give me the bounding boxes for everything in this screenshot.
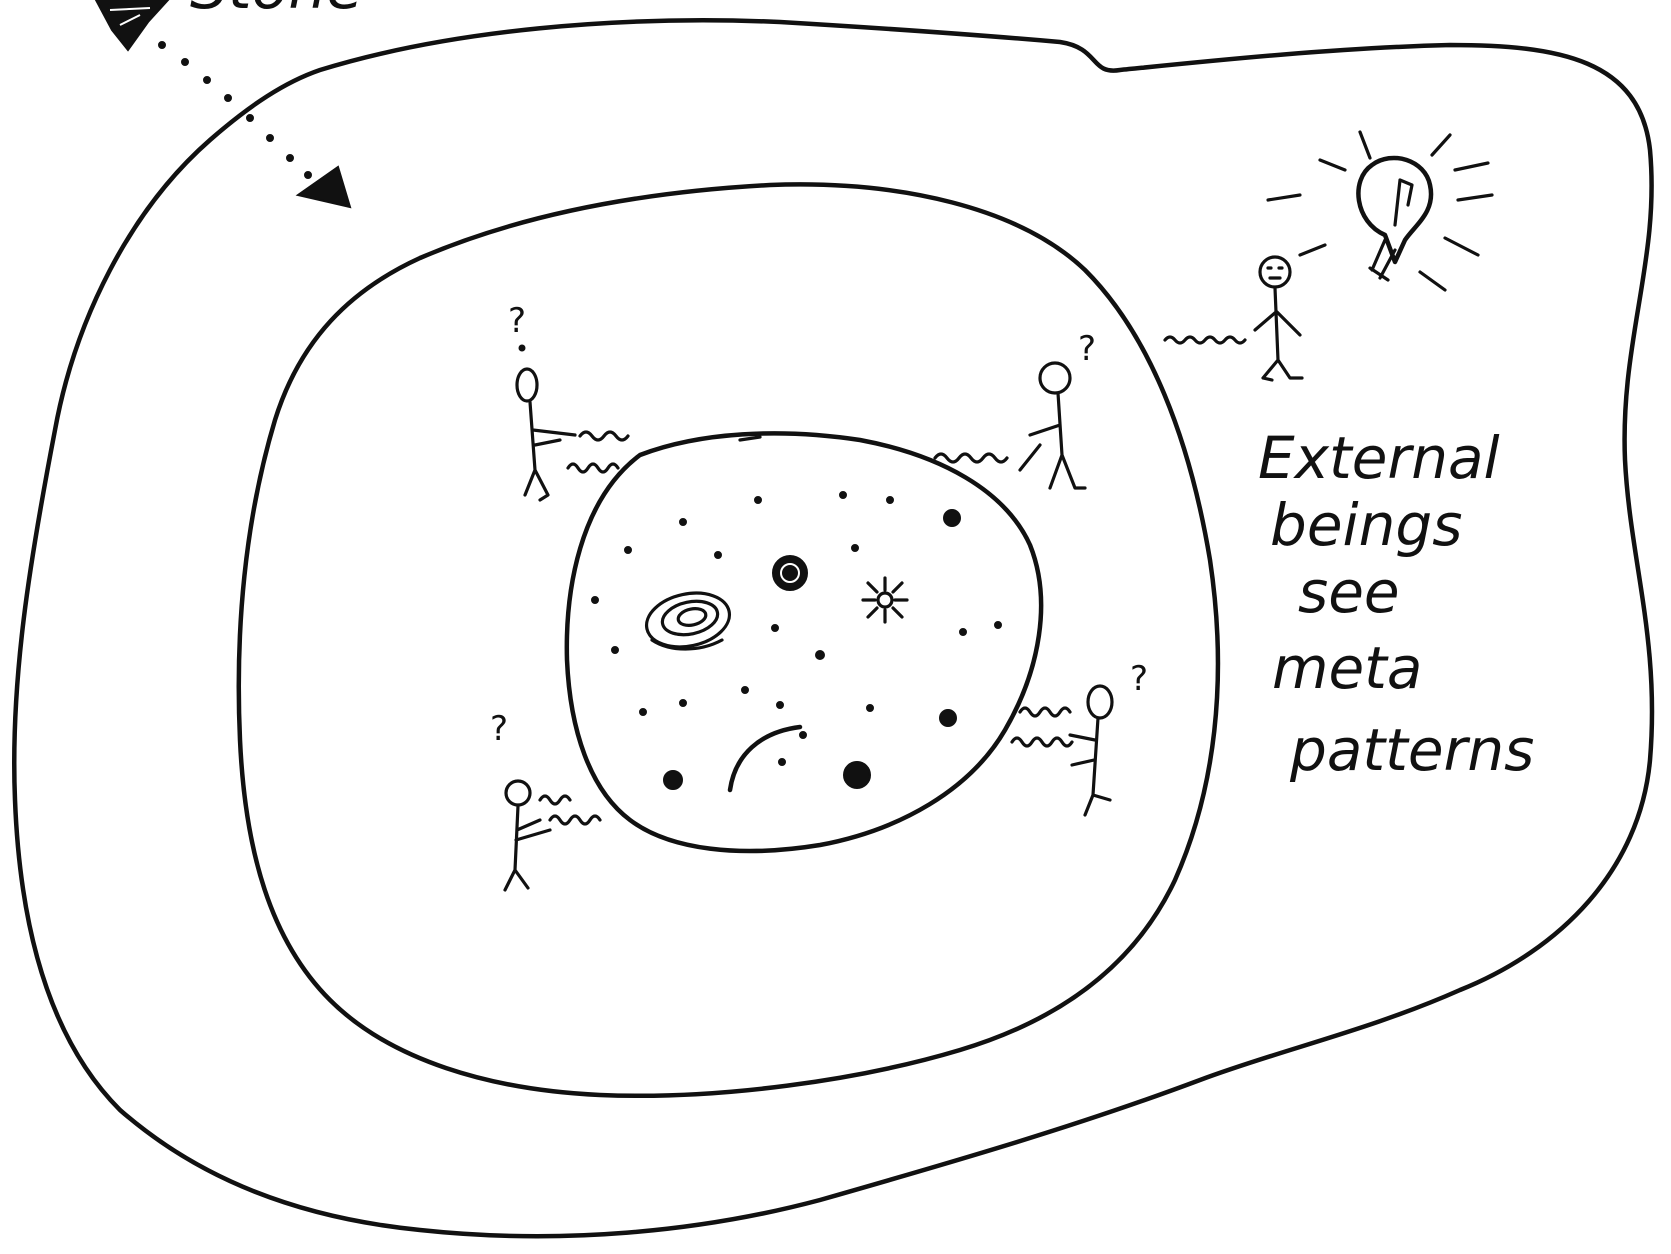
figure-top-right: ? — [935, 329, 1096, 488]
star-dot — [715, 552, 721, 558]
star-dot — [840, 492, 846, 498]
light-ray — [1360, 132, 1370, 158]
outer-realm-boundary — [14, 20, 1652, 1236]
star-dot — [995, 622, 1001, 628]
star-dot — [755, 497, 761, 503]
wavy-signal — [580, 432, 628, 440]
light-ray — [1432, 135, 1450, 155]
star-dot — [772, 625, 778, 631]
caption-line-4: meta — [1272, 634, 1422, 702]
star-dot — [625, 547, 631, 553]
celestial-bodies — [664, 510, 960, 789]
planet-top-right — [944, 510, 960, 526]
light-ray — [1420, 272, 1445, 290]
caption-line-3: see — [1298, 558, 1400, 626]
star-dot — [887, 497, 893, 503]
caption-line-5: patterns — [1289, 716, 1534, 784]
stone-icon — [96, 0, 168, 50]
figure-bottom-right: ? — [1012, 659, 1148, 815]
star-dot — [867, 705, 873, 711]
wavy-signal — [1020, 708, 1070, 716]
star-dot — [960, 629, 966, 635]
corner-label: Stone — [190, 0, 363, 23]
planet-bottom — [844, 762, 870, 788]
light-ray — [1455, 163, 1488, 170]
wavy-signal — [935, 454, 1007, 462]
star-dot — [680, 519, 686, 525]
light-ray — [1458, 195, 1492, 200]
caption: External beings see meta patterns — [1258, 424, 1534, 784]
dotted-arrow — [159, 42, 311, 178]
star-dot — [779, 759, 785, 765]
wavy-signal — [1165, 337, 1245, 343]
star-dot — [742, 687, 748, 693]
lightbulb-icon — [1268, 132, 1492, 290]
star-dot — [680, 700, 686, 706]
question-mark: ? — [1078, 329, 1096, 369]
caption-line-2: beings — [1270, 491, 1462, 559]
star-dot — [640, 709, 646, 715]
figure-bottom-left: ? — [490, 709, 600, 890]
question-mark: ? — [508, 301, 526, 341]
star-dot — [800, 732, 806, 738]
star-dot — [777, 702, 783, 708]
light-ray — [1268, 195, 1300, 200]
planet-large — [773, 556, 807, 590]
planet-bottom-left — [664, 771, 682, 789]
stars — [592, 492, 1001, 765]
universe-boundary — [567, 433, 1041, 851]
star-dot — [612, 647, 618, 653]
question-mark: ? — [1130, 659, 1148, 699]
wavy-signal — [550, 816, 600, 824]
light-ray — [1300, 245, 1325, 255]
comet-arc — [730, 727, 800, 790]
spiral-galaxy-icon — [642, 586, 735, 654]
star-dot — [592, 597, 598, 603]
middle-realm-boundary — [239, 184, 1218, 1095]
star-dot — [852, 545, 858, 551]
wavy-signal — [540, 796, 570, 804]
cosmic-streak — [740, 437, 760, 440]
wavy-signal — [1012, 738, 1072, 746]
wavy-signal — [568, 464, 618, 472]
question-mark: ? — [490, 709, 508, 749]
figure-top-left: ? — [508, 301, 628, 500]
light-ray — [1320, 160, 1345, 170]
planet-right — [940, 710, 956, 726]
caption-line-1: External — [1258, 424, 1500, 492]
light-ray — [1445, 238, 1478, 255]
external-being — [1165, 257, 1302, 380]
starburst-icon — [863, 578, 907, 622]
star-dot — [816, 651, 824, 659]
